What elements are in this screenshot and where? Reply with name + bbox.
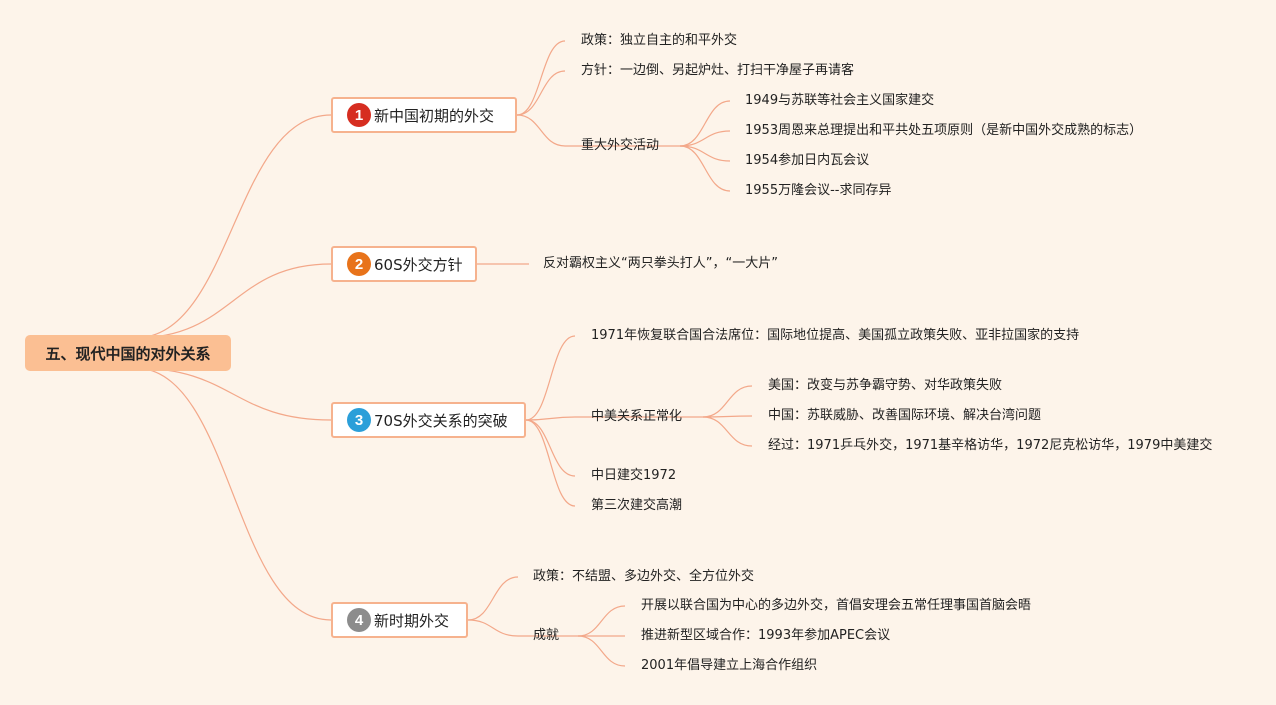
link-b1-activities [516, 114, 566, 147]
link-act-1955 [679, 145, 731, 192]
link-root-branch-1 [134, 114, 332, 339]
link-b3-third-wave [525, 419, 576, 507]
branch-2-topic[interactable]: 2 60S外交方针 [331, 246, 477, 282]
branch-3-label: 70S外交关系的突破 [374, 411, 508, 430]
link-sino-us-usa [702, 385, 753, 418]
branch-1-topic[interactable]: 1 新中国初期的外交 [331, 97, 517, 133]
number-badge-1: 1 [347, 103, 371, 127]
number-badge-2: 2 [347, 252, 371, 276]
branch-1-major-activities[interactable]: 重大外交活动 [581, 138, 660, 153]
link-b4-achievements [467, 619, 519, 637]
branch-3-topic[interactable]: 3 70S外交关系的突破 [331, 402, 526, 438]
root-topic-label: 五、现代中国的对外关系 [45, 344, 211, 363]
branch-1-label: 新中国初期的外交 [374, 106, 495, 125]
link-b1-guideline [516, 70, 566, 116]
link-ach-multilateral [577, 605, 626, 637]
achievement-apec[interactable]: 推进新型区域合作：1993年参加APEC会议 [641, 628, 891, 643]
branch-3-third-wave[interactable]: 第三次建交高潮 [591, 498, 683, 513]
link-b1-policy [516, 40, 566, 116]
link-root-branch-4 [134, 367, 332, 621]
branch-3-un-seat[interactable]: 1971年恢复联合国合法席位：国际地位提高、美国孤立政策失败、亚非拉国家的支持 [591, 328, 1080, 343]
link-b3-un [525, 335, 576, 421]
link-act-1954 [679, 145, 731, 162]
link-act-1953 [679, 130, 731, 147]
branch-4-label: 新时期外交 [374, 611, 450, 630]
achievement-sco[interactable]: 2001年倡导建立上海合作组织 [641, 658, 818, 673]
link-b3-sino-japan [525, 419, 576, 477]
number-badge-3: 3 [347, 408, 371, 432]
activity-1949[interactable]: 1949与苏联等社会主义国家建交 [745, 93, 935, 108]
branch-1-policy[interactable]: 政策：独立自主的和平外交 [581, 33, 738, 48]
branch-2-label: 60S外交方针 [374, 255, 463, 274]
link-sino-us-process [702, 416, 753, 447]
number-badge-4: 4 [347, 608, 371, 632]
branch-4-achievements[interactable]: 成就 [533, 628, 560, 643]
link-ach-sco [577, 635, 626, 667]
root-topic[interactable]: 五、现代中国的对外关系 [25, 335, 231, 371]
achievement-multilateral[interactable]: 开展以联合国为中心的多边外交，首倡安理会五常任理事国首脑会晤 [641, 598, 1032, 613]
branch-4-topic[interactable]: 4 新时期外交 [331, 602, 468, 638]
sino-us-china[interactable]: 中国：苏联威胁、改善国际环境、解决台湾问题 [768, 408, 1042, 423]
link-root-branch-2 [134, 263, 332, 339]
link-act-1949 [679, 100, 731, 147]
sino-us-process[interactable]: 经过：1971乒乓外交，1971基辛格访华，1972尼克松访华，1979中美建交 [768, 438, 1213, 453]
sino-us-usa[interactable]: 美国：改变与苏争霸守势、对华政策失败 [768, 378, 1003, 393]
branch-4-policy[interactable]: 政策：不结盟、多边外交、全方位外交 [533, 569, 755, 584]
link-b3-sino-us [525, 416, 576, 421]
branch-1-guideline[interactable]: 方针：一边倒、另起炉灶、打扫干净屋子再请客 [581, 63, 855, 78]
link-b4-policy [467, 576, 519, 621]
link-root-branch-3 [134, 367, 332, 421]
branch-2-anti-hegemony[interactable]: 反对霸权主义“两只拳头打人”，“一大片” [543, 256, 778, 271]
branch-3-sino-japan[interactable]: 中日建交1972 [591, 468, 677, 483]
activity-1953[interactable]: 1953周恩来总理提出和平共处五项原则（是新中国外交成熟的标志） [745, 123, 1143, 138]
branch-3-sino-us-normalization[interactable]: 中美关系正常化 [591, 409, 683, 424]
activity-1955[interactable]: 1955万隆会议--求同存异 [745, 183, 892, 198]
activity-1954[interactable]: 1954参加日内瓦会议 [745, 153, 870, 168]
